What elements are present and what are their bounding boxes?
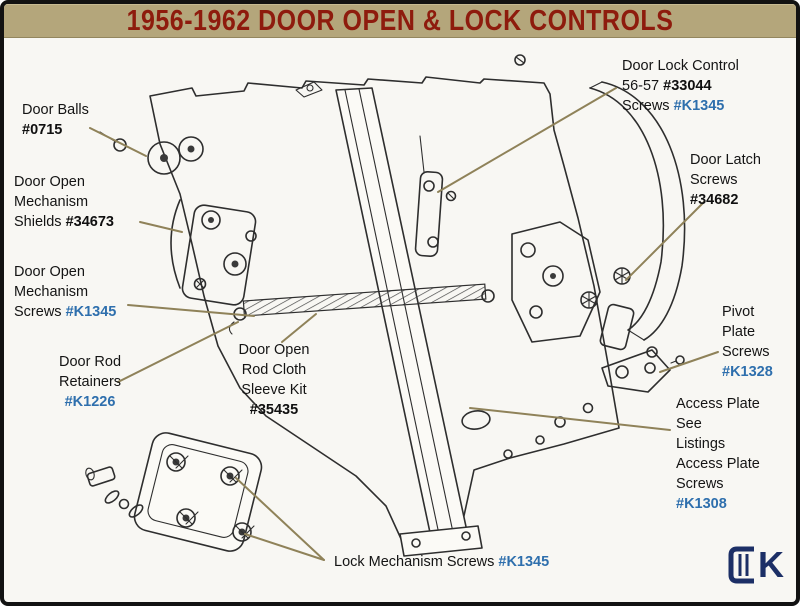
callout-pivot-plate-screws: Pivot Plate Screws #K1328: [722, 302, 773, 382]
callout-text: Pivot: [722, 304, 755, 320]
callout-text: Door Open: [14, 264, 85, 280]
leader-door-balls: [89, 127, 147, 157]
diagram-area: Door Balls #0715 Door Open Mechanism Shi…: [4, 38, 796, 602]
callout-text: Rod Cloth: [241, 362, 307, 378]
leader-lines: [89, 87, 719, 561]
callout-text: 56-57: [622, 78, 664, 94]
callout-text: Door Lock Control: [622, 58, 739, 74]
callout-access-plate: Access Plate See Listings Access Plate S…: [676, 394, 760, 514]
access-plate-rivets: [461, 402, 594, 459]
callout-text: Door Rod: [58, 354, 122, 370]
parts-illustration: [85, 54, 719, 561]
callout-door-open-mechanism-screws: Door Open Mechanism Screws #K1345: [14, 262, 116, 322]
part-number-34682: #34682: [690, 192, 739, 208]
callout-door-balls: Door Balls #0715: [22, 100, 89, 140]
door-lock-control-part: [414, 135, 457, 257]
callout-text: Screws: [676, 476, 724, 492]
lock-mechanism-detail: [85, 432, 263, 552]
part-number-k1328-link[interactable]: #K1328: [722, 364, 773, 380]
callout-text: Shields: [14, 214, 66, 230]
callout-text: Screws: [622, 98, 674, 114]
leader-lock-mech-1: [244, 533, 325, 561]
title-bar: 1956-1962 DOOR OPEN & LOCK CONTROLS: [4, 4, 796, 38]
callout-text: Sleeve Kit: [241, 382, 307, 398]
part-number-k1226-link[interactable]: #K1226: [64, 394, 116, 410]
leader-sleeve-kit: [281, 313, 317, 343]
brand-logo-icon: [728, 546, 754, 584]
brand-logo: K: [728, 544, 784, 585]
part-number-34673: #34673: [65, 214, 114, 230]
leader-access-plate: [469, 407, 671, 431]
door-panel-outline: [149, 54, 620, 546]
callout-text: See: [676, 416, 702, 432]
leader-mechanism-shields: [139, 221, 183, 233]
part-number-k1345-link[interactable]: #K1345: [673, 98, 725, 114]
callout-text: Mechanism: [14, 284, 89, 300]
callout-text: Door Open: [14, 174, 85, 190]
part-number-0715: #0715: [22, 122, 63, 138]
door-balls-parts: [99, 131, 204, 175]
door-open-rod: [228, 283, 495, 335]
callout-text: Retainers: [58, 374, 122, 390]
window-channel: [335, 87, 483, 557]
callout-door-latch-screws: Door Latch Screws #34682: [690, 150, 761, 210]
callout-text: Door Latch: [690, 152, 761, 168]
leader-pivot-plate: [659, 351, 719, 373]
callout-text: Door Open: [238, 342, 310, 358]
leader-rod-retainers: [117, 321, 239, 383]
callout-text: Mechanism: [14, 194, 89, 210]
callout-text: Plate: [722, 324, 756, 340]
callout-rod-cloth-sleeve-kit: Door Open Rod Cloth Sleeve Kit #35435: [222, 340, 326, 420]
callout-door-open-mechanism-shields: Door Open Mechanism Shields #34673: [14, 172, 114, 232]
part-number-35435: #35435: [249, 402, 299, 418]
brand-logo-letter: K: [758, 544, 784, 585]
leader-mechanism-screws: [127, 304, 255, 317]
callout-text: Access Plate: [676, 396, 760, 412]
vent-window-frame: [589, 81, 686, 358]
pivot-plate-part: [601, 349, 685, 393]
door-open-mechanism: [170, 199, 257, 306]
callout-text: Lock Mechanism Screws: [334, 554, 499, 570]
callout-lock-mechanism-screws: Lock Mechanism Screws #K1345: [334, 552, 549, 572]
callout-door-lock-control: Door Lock Control 56-57 #33044 Screws #K…: [622, 56, 739, 116]
callout-text: Screws: [690, 172, 738, 188]
part-number-k1345-link[interactable]: #K1345: [65, 304, 117, 320]
callout-text: Access Plate: [676, 456, 760, 472]
part-number-k1345-link[interactable]: #K1345: [498, 554, 550, 570]
callout-door-rod-retainers: Door Rod Retainers #K1226: [40, 352, 140, 412]
callout-text: Screws: [722, 344, 770, 360]
leader-door-lock-control: [437, 87, 617, 193]
callout-text: Listings: [676, 436, 726, 452]
part-number-33044: #33044: [663, 78, 712, 94]
leader-door-latch-screws: [625, 201, 705, 281]
part-number-k1308-link[interactable]: #K1308: [676, 496, 727, 512]
callout-text: Screws: [14, 304, 66, 320]
page-title: 1956-1962 DOOR OPEN & LOCK CONTROLS: [126, 4, 674, 37]
callout-text: Door Balls: [22, 102, 89, 118]
door-latch-assembly: [511, 221, 635, 351]
leader-lock-mech-2: [235, 477, 325, 561]
